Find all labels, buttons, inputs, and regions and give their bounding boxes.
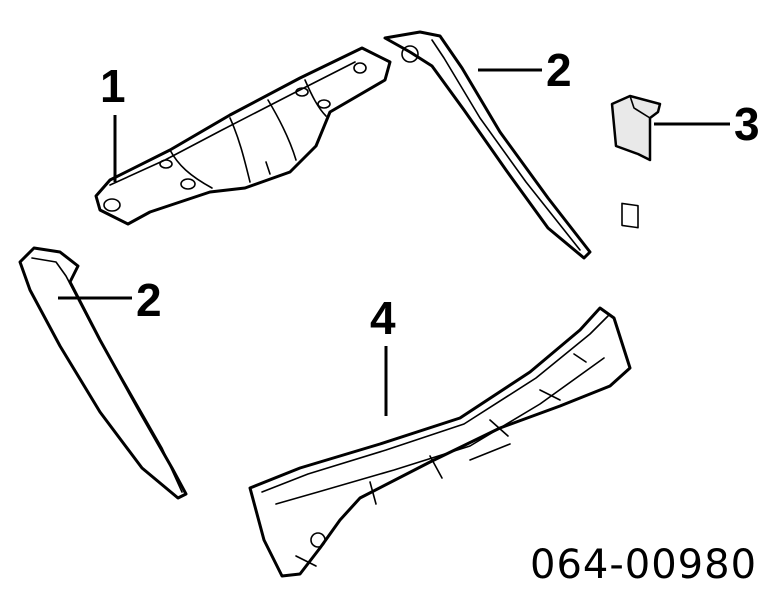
diagram-code: 064-00980 [530,542,757,588]
callout-part-3: 3 [734,98,760,150]
part-1-upper-trim-panel [94,46,392,226]
callout-part-4: 4 [370,292,396,344]
part-3-clip [610,94,662,229]
part-4-lower-trim-panel [248,306,632,578]
part-2-right-pillar-trim [383,30,592,260]
callout-part-2-left: 2 [136,274,162,326]
callout-part-1: 1 [100,60,126,112]
part-2-left-pillar-trim [18,246,188,500]
callout-part-2-right: 2 [546,44,572,96]
